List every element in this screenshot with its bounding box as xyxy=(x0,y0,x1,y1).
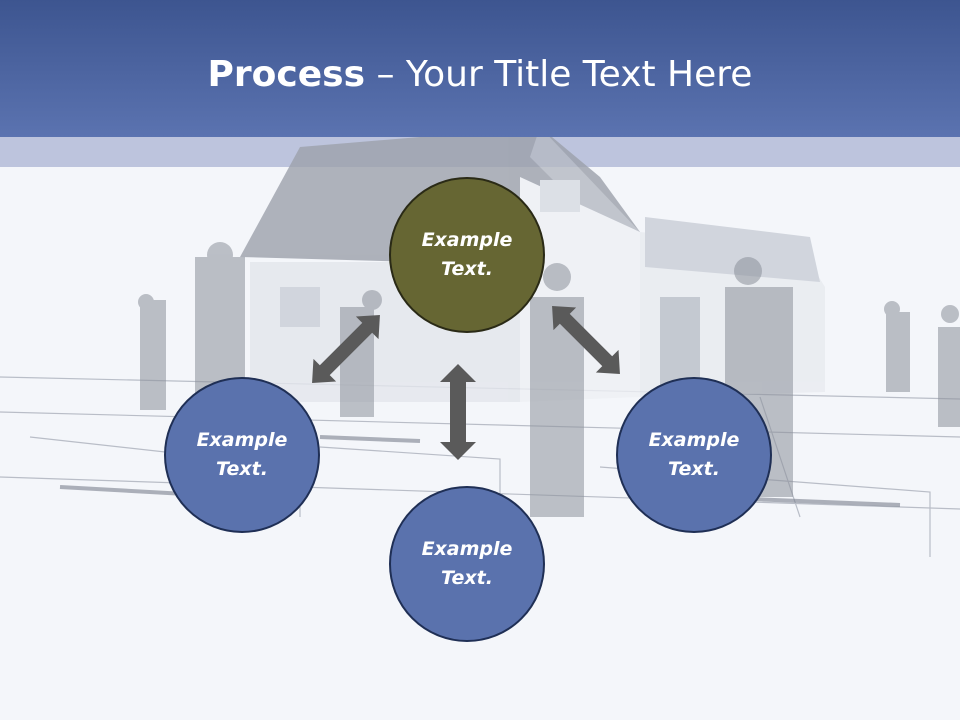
node-center-label: Example Text. xyxy=(421,229,513,280)
arrow-top-left xyxy=(312,315,380,383)
title-rest: – Your Title Text Here xyxy=(365,54,753,95)
node-center: Example Text. xyxy=(389,177,545,333)
slide-title: Process – Your Title Text Here xyxy=(0,50,960,100)
node-right-label: Example Text. xyxy=(648,429,740,480)
title-bold: Process xyxy=(207,54,366,95)
node-left: Example Text. xyxy=(164,377,320,533)
node-bottom: Example Text. xyxy=(389,486,545,642)
arrows xyxy=(312,306,620,460)
node-left-label: Example Text. xyxy=(196,429,288,480)
node-right: Example Text. xyxy=(616,377,772,533)
node-bottom-label: Example Text. xyxy=(421,538,513,589)
title-bar xyxy=(0,0,960,137)
arrow-top-right xyxy=(552,306,620,374)
arrow-vertical xyxy=(440,364,476,460)
